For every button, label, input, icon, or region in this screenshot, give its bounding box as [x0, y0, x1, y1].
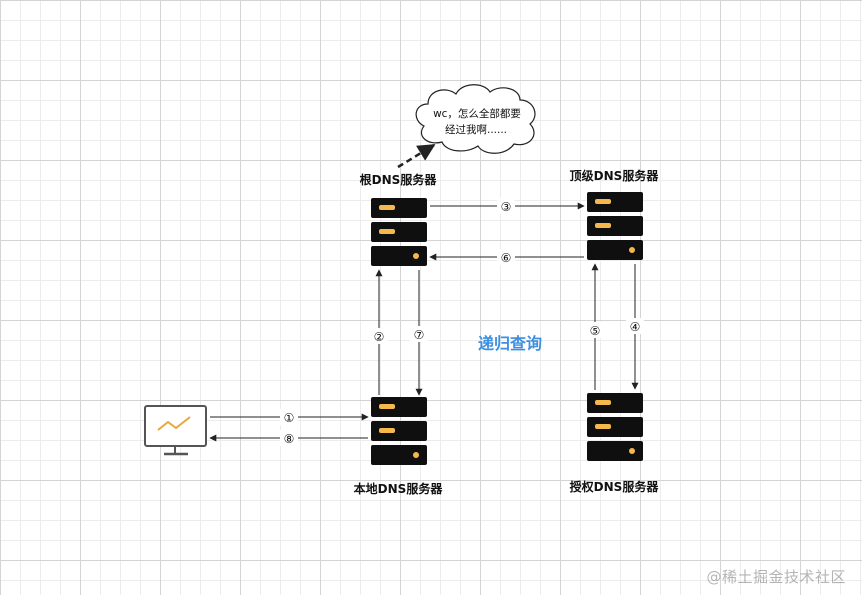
step-label-3: ③ — [501, 200, 512, 214]
step-label-6: ⑥ — [501, 251, 512, 265]
bubble-line-1: wc，怎么全部都要 — [433, 107, 521, 120]
step-label-4: ④ — [630, 320, 641, 334]
auth-dns-server-icon — [587, 393, 643, 461]
client-monitor-icon — [144, 405, 207, 456]
bubble-line-2: 经过我啊...... — [445, 123, 507, 136]
local-dns-label: 本地DNS服务器 — [354, 481, 444, 496]
step-label-2: ② — [374, 330, 385, 344]
step-label-8: ⑧ — [284, 432, 295, 446]
watermark: @稀土掘金技术社区 — [706, 568, 846, 586]
root-dns-server-icon — [371, 198, 427, 266]
tld-dns-server-icon — [587, 192, 643, 260]
thought-bubble: wc，怎么全部都要 经过我啊...... — [415, 84, 536, 154]
step-label-5: ⑤ — [590, 324, 601, 338]
auth-dns-label: 授权DNS服务器 — [570, 479, 660, 494]
tld-dns-label: 顶级DNS服务器 — [570, 168, 660, 183]
bubble-pointer-arrow — [397, 143, 436, 169]
diagram-title: 递归查询 — [478, 334, 542, 353]
step-label-1: ① — [284, 411, 295, 425]
step-label-7: ⑦ — [414, 328, 425, 342]
local-dns-server-icon — [371, 397, 427, 465]
root-dns-label: 根DNS服务器 — [360, 172, 438, 187]
